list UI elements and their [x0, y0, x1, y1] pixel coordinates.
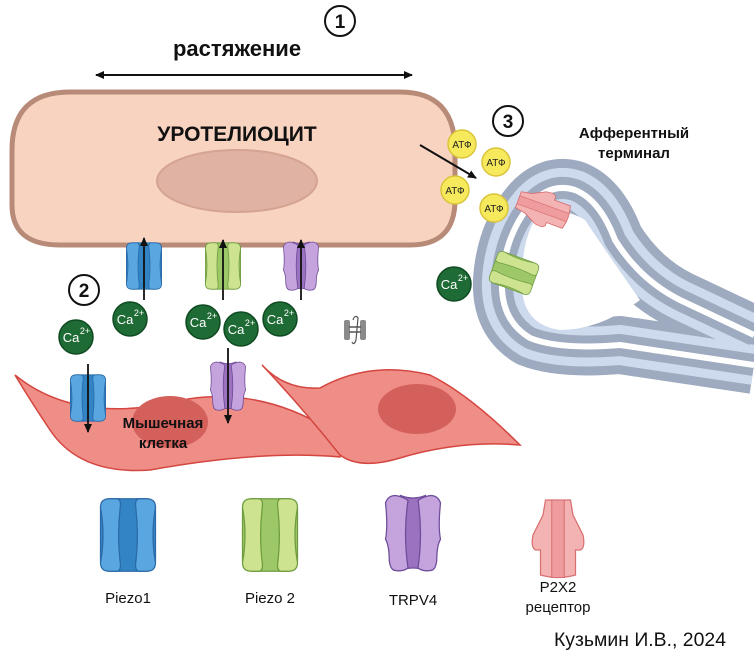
- muscle-cell-2-nucleus: [378, 384, 456, 434]
- calcium-ion: Ca 2+: [436, 266, 472, 302]
- urothelial-cell-label: УРОТЕЛИОЦИТ: [157, 123, 317, 146]
- svg-text:Ca: Ca: [441, 277, 458, 292]
- legend-p2x2-label-line2: рецептор: [526, 599, 591, 616]
- legend-p2x2: [531, 499, 585, 579]
- atp-molecule: АТФ: [440, 175, 470, 205]
- afferent-label-line2: терминал: [598, 145, 670, 162]
- atp-release-arrow: [419, 144, 477, 179]
- svg-text:2+: 2+: [284, 308, 294, 318]
- svg-text:2+: 2+: [458, 273, 468, 283]
- svg-text:2+: 2+: [245, 318, 255, 328]
- transmembrane-protein-icon: [344, 315, 366, 345]
- muscle-cell-1-nucleus: [132, 396, 208, 448]
- step-3-badge: 3: [492, 105, 524, 137]
- svg-text:АТФ: АТФ: [486, 158, 506, 169]
- svg-text:Ca: Ca: [190, 315, 207, 330]
- step-1-badge: 1: [324, 5, 356, 37]
- piezo2-icon: [241, 498, 299, 572]
- legend-trpv4: [384, 494, 442, 572]
- legend-piezo1-label: Piezo1: [105, 590, 151, 607]
- author-credit: Кузьмин И.В., 2024: [554, 630, 726, 651]
- svg-text:2+: 2+: [134, 308, 144, 318]
- atp-molecule: АТФ: [481, 147, 511, 177]
- step-2-number: 2: [79, 281, 90, 302]
- svg-text:АТФ: АТФ: [445, 186, 465, 197]
- muscle-cell-label-line1: Мышечная: [123, 415, 204, 432]
- svg-text:Ca: Ca: [267, 312, 284, 327]
- stretch-label: растяжение: [173, 36, 301, 61]
- legend-p2x2-label: P2X2: [540, 579, 577, 596]
- step-3-number: 3: [503, 112, 514, 133]
- legend-trpv4-label: TRPV4: [389, 592, 437, 609]
- legend-piezo1: [99, 498, 157, 572]
- stretch-group: растяжение 1: [95, 5, 413, 79]
- urothelial-nucleus: [156, 149, 318, 213]
- svg-text:2+: 2+: [207, 311, 217, 321]
- afferent-label-line1: Афферентный: [579, 125, 689, 142]
- svg-text:АТФ: АТФ: [484, 204, 504, 215]
- legend-piezo2: [241, 498, 299, 572]
- svg-text:2+: 2+: [80, 326, 90, 336]
- svg-text:Ca: Ca: [117, 312, 134, 327]
- muscle-cell-label-line2: клетка: [139, 435, 188, 452]
- piezo1-icon: [99, 498, 157, 572]
- svg-text:Ca: Ca: [228, 322, 245, 337]
- trpv4-icon: [384, 494, 442, 572]
- urothelial-cell: УРОТЕЛИОЦИТ: [9, 89, 458, 248]
- svg-text:АТФ: АТФ: [452, 140, 472, 151]
- afferent-terminal: Афферентный терминал: [472, 125, 754, 394]
- step-2-badge: 2: [68, 274, 100, 306]
- atp-molecule: АТФ: [447, 129, 477, 159]
- step-1-number: 1: [335, 12, 346, 33]
- afferent-interior: [521, 211, 640, 330]
- atp-molecule: АТФ: [479, 193, 509, 223]
- muscle-cells: Мышечная клетка: [14, 364, 522, 472]
- p2x2-icon: [531, 499, 585, 579]
- svg-text:Ca: Ca: [63, 330, 80, 345]
- legend-piezo2-label: Piezo 2: [245, 590, 295, 607]
- atp-molecules: АТФ АТФ АТФ АТФ: [440, 129, 511, 223]
- legend: Piezo1 Piezo 2 TRPV4 P2X2 рецептор: [99, 494, 591, 616]
